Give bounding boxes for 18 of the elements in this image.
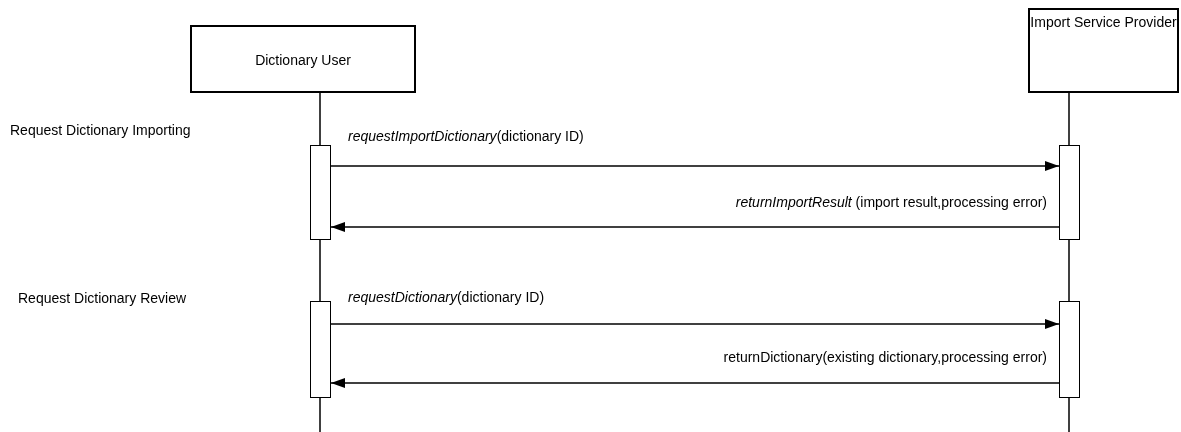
lifeline — [1068, 239, 1070, 302]
message-arrow — [330, 378, 1060, 388]
message-arrow — [330, 161, 1060, 171]
step-label: Request Dictionary Review — [18, 289, 187, 308]
lifeline — [319, 92, 321, 146]
lifeline — [1068, 397, 1070, 432]
lifeline — [1068, 92, 1070, 146]
activation-bar — [310, 301, 331, 398]
lifeline — [319, 239, 321, 302]
lifeline-head-box: Import Service Provider — [1028, 8, 1179, 93]
activation-bar — [310, 145, 331, 240]
message-arrow — [330, 222, 1060, 232]
activation-bar — [1059, 301, 1080, 398]
lifeline-head-box: Dictionary User — [190, 25, 416, 93]
message-arrow — [330, 319, 1060, 329]
step-label: Request Dictionary Importing — [10, 121, 191, 140]
activation-bar — [1059, 145, 1080, 240]
lifeline — [319, 397, 321, 432]
